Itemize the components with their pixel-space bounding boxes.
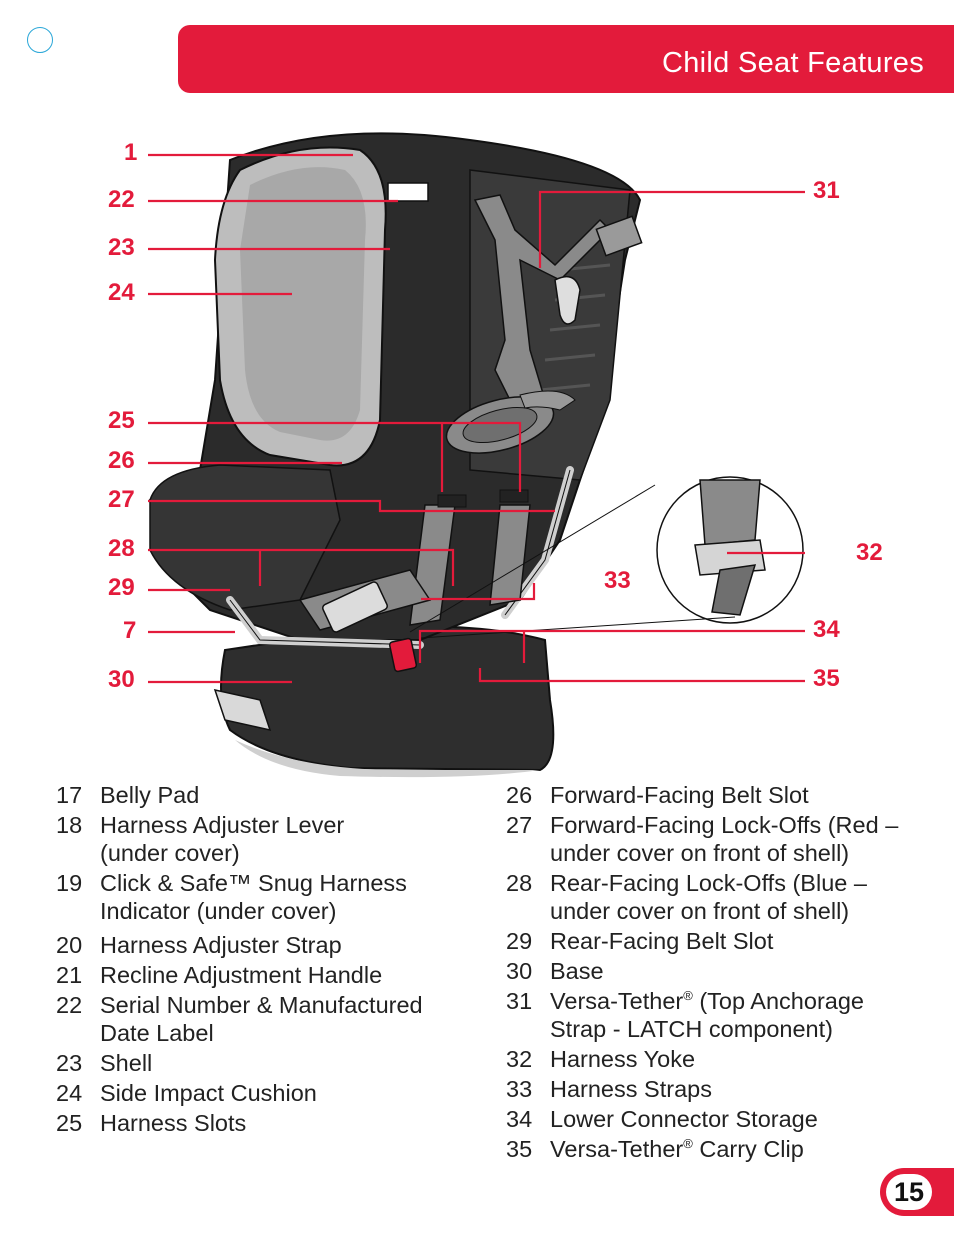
callout-24: 24	[108, 279, 135, 306]
callout-34: 34	[813, 616, 840, 643]
callout-29: 29	[108, 574, 135, 601]
page-number: 15	[886, 1174, 932, 1210]
callout-35: 35	[813, 665, 840, 692]
header-bar: Child Seat Features	[178, 25, 954, 93]
callout-30: 30	[108, 666, 135, 693]
callout-1: 1	[124, 139, 138, 166]
corner-circle-mark	[27, 27, 53, 53]
callout-33: 33	[604, 567, 631, 594]
callout-7: 7	[123, 617, 137, 644]
serial-number-label	[387, 182, 429, 202]
callout-25: 25	[108, 407, 135, 434]
callout-26: 26	[108, 447, 135, 474]
page-title: Child Seat Features	[662, 47, 924, 79]
callout-27: 27	[108, 486, 135, 513]
car-seat-illustration	[148, 132, 805, 778]
tether-hook	[554, 275, 581, 325]
callout-28: 28	[108, 535, 135, 562]
tether-strap	[473, 194, 612, 422]
buckle	[322, 581, 388, 633]
callout-23: 23	[108, 234, 135, 261]
callout-31: 31	[813, 177, 840, 204]
lower-connector	[388, 637, 418, 673]
callout-32: 32	[856, 539, 883, 566]
callout-22: 22	[108, 186, 135, 213]
seat-base	[220, 625, 555, 772]
page-number-tab: 15	[880, 1168, 954, 1216]
